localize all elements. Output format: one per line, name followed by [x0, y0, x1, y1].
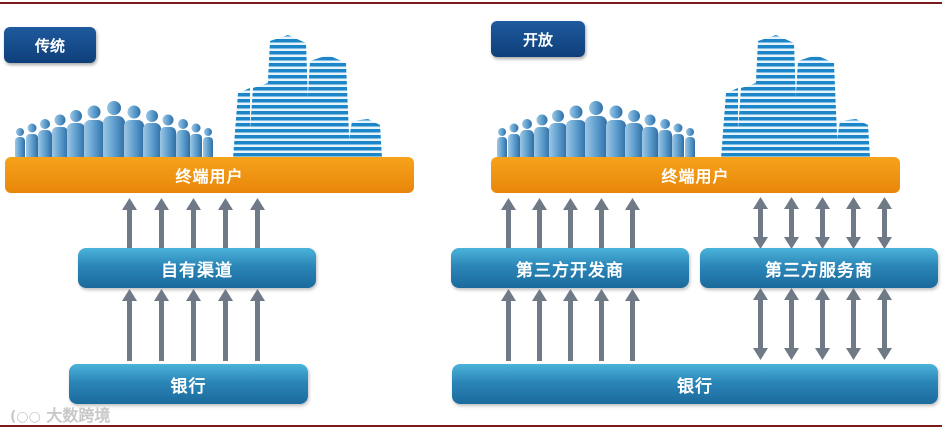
bidirectional-arrows-service-user — [753, 197, 892, 249]
third-party-service-box: 第三方服务商 — [700, 248, 938, 288]
bidirectional-arrows-bank-service — [753, 288, 892, 360]
third-party-developer-box: 第三方开发商 — [451, 248, 689, 288]
tag-traditional: 传统 — [4, 27, 96, 63]
bank-box-right: 银行 — [452, 364, 938, 404]
buildings-icon — [233, 35, 382, 158]
watermark-logo-icon: (○○ — [10, 409, 41, 425]
top-rule — [0, 2, 942, 4]
up-arrows-bank-to-channel — [122, 289, 265, 361]
up-arrows-channel-to-user — [122, 198, 265, 248]
people-crowd-icon — [15, 101, 213, 162]
bottom-rule — [0, 425, 942, 427]
own-channel-box: 自有渠道 — [78, 248, 316, 288]
buildings-icon — [721, 35, 870, 158]
up-arrows-developer-to-user — [501, 198, 640, 248]
people-crowd-icon — [497, 101, 695, 162]
end-user-bar: 终端用户 — [491, 157, 900, 193]
watermark: (○○ 大数跨境 — [10, 402, 110, 426]
bank-box-left: 银行 — [69, 364, 308, 404]
up-arrows-bank-to-developer — [501, 289, 640, 361]
tag-open: 开放 — [491, 21, 585, 57]
end-user-bar: 终端用户 — [5, 157, 414, 193]
watermark-text: 大数跨境 — [46, 406, 111, 425]
